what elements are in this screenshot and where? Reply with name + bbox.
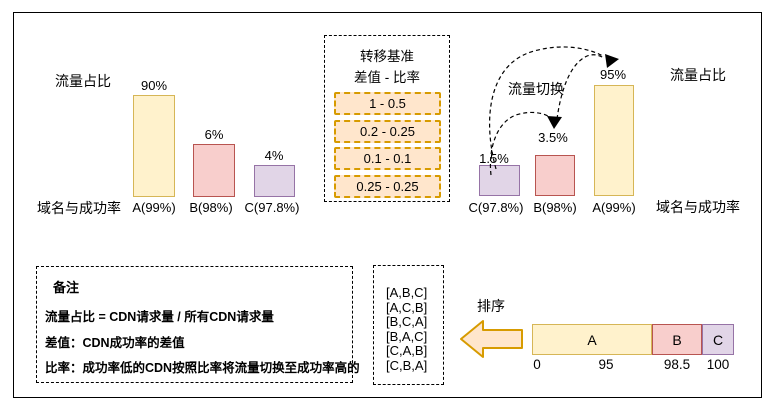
baseline-pill-1: 1 - 0.5 bbox=[334, 92, 441, 115]
notes-box: 备注 流量占比 = CDN请求量 / 所有CDN请求量 差值：CDN成功率的差值… bbox=[36, 266, 360, 383]
right-bar-b bbox=[535, 155, 575, 196]
permutation-item: [B,C,A] bbox=[386, 314, 428, 330]
stacked-segment-c-label: C bbox=[712, 331, 724, 348]
sort-label: 排序 bbox=[477, 298, 505, 314]
permutation-item: [A,B,C] bbox=[386, 285, 428, 300]
stacked-segment-b: B bbox=[652, 324, 702, 355]
traffic-switch-label: 流量切换 bbox=[508, 81, 564, 97]
right-bar-a bbox=[594, 85, 634, 196]
left-bar-b-value: 6% bbox=[204, 127, 224, 142]
diagram-border bbox=[13, 12, 762, 398]
left-bar-a-label: A(99%) bbox=[132, 200, 176, 215]
stacked-segment-b-label: B bbox=[672, 331, 682, 348]
right-bar-c bbox=[479, 165, 520, 196]
notes-title: 备注 bbox=[53, 280, 80, 295]
notes-line-1: 流量占比 = CDN请求量 / 所有CDN请求量 bbox=[45, 310, 274, 324]
left-bar-b-label: B(98%) bbox=[189, 200, 233, 215]
left-chart-y-label: 流量占比 bbox=[55, 73, 111, 89]
notes-line-3: 比率：成功率低的CDN按照比率将流量切换至成功率高的 bbox=[45, 361, 360, 375]
right-bar-b-label: B(98%) bbox=[533, 200, 577, 215]
baseline-box-title: 转移基准 bbox=[360, 49, 414, 64]
right-bar-c-value: 1.5% bbox=[479, 151, 509, 166]
baseline-pill-2: 0.2 - 0.25 bbox=[334, 120, 441, 143]
baseline-pill-4: 0.25 - 0.25 bbox=[334, 175, 441, 198]
stacked-tick-0: 0 bbox=[533, 357, 541, 372]
right-chart-x-label: 域名与成功率 bbox=[656, 199, 740, 215]
right-bar-a-label: A(99%) bbox=[592, 200, 636, 215]
right-chart-y-label: 流量占比 bbox=[670, 67, 726, 83]
stacked-tick-95: 95 bbox=[598, 357, 614, 372]
notes-line-2: 差值：CDN成功率的差值 bbox=[45, 336, 185, 350]
permutation-item: [C,A,B] bbox=[386, 343, 428, 359]
stacked-segment-c: C bbox=[702, 324, 734, 355]
stacked-tick-100: 100 bbox=[706, 357, 730, 372]
permutation-item: [B,A,C] bbox=[386, 328, 428, 344]
left-bar-c-label: C(97.8%) bbox=[244, 200, 300, 215]
transfer-baseline-box: 转移基准 差值 - 比率 1 - 0.5 0.2 - 0.25 0.1 - 0.… bbox=[324, 35, 450, 202]
right-bar-c-label: C(97.8%) bbox=[468, 200, 524, 215]
left-bar-a-value: 90% bbox=[140, 78, 168, 93]
permutation-item: [A,C,B] bbox=[386, 299, 428, 315]
permutation-item: [C,B,A] bbox=[386, 357, 428, 373]
left-bar-c-value: 4% bbox=[264, 148, 284, 163]
baseline-pill-3: 0.1 - 0.1 bbox=[334, 147, 441, 170]
right-bar-b-value: 3.5% bbox=[538, 130, 568, 145]
right-bar-a-value: 95% bbox=[599, 67, 627, 82]
left-bar-a bbox=[133, 95, 175, 197]
stacked-segment-a: A bbox=[532, 324, 652, 355]
stacked-tick-98-5: 98.5 bbox=[663, 357, 691, 372]
stacked-segment-a-label: A bbox=[587, 331, 597, 348]
permutations-box: [A,B,C] [A,C,B] [B,C,A] [B,A,C] [C,A,B] … bbox=[373, 265, 444, 385]
left-chart-x-label: 域名与成功率 bbox=[37, 200, 121, 216]
left-bar-c bbox=[254, 165, 295, 197]
baseline-box-subtitle: 差值 - 比率 bbox=[354, 70, 420, 85]
left-bar-b bbox=[193, 144, 235, 197]
